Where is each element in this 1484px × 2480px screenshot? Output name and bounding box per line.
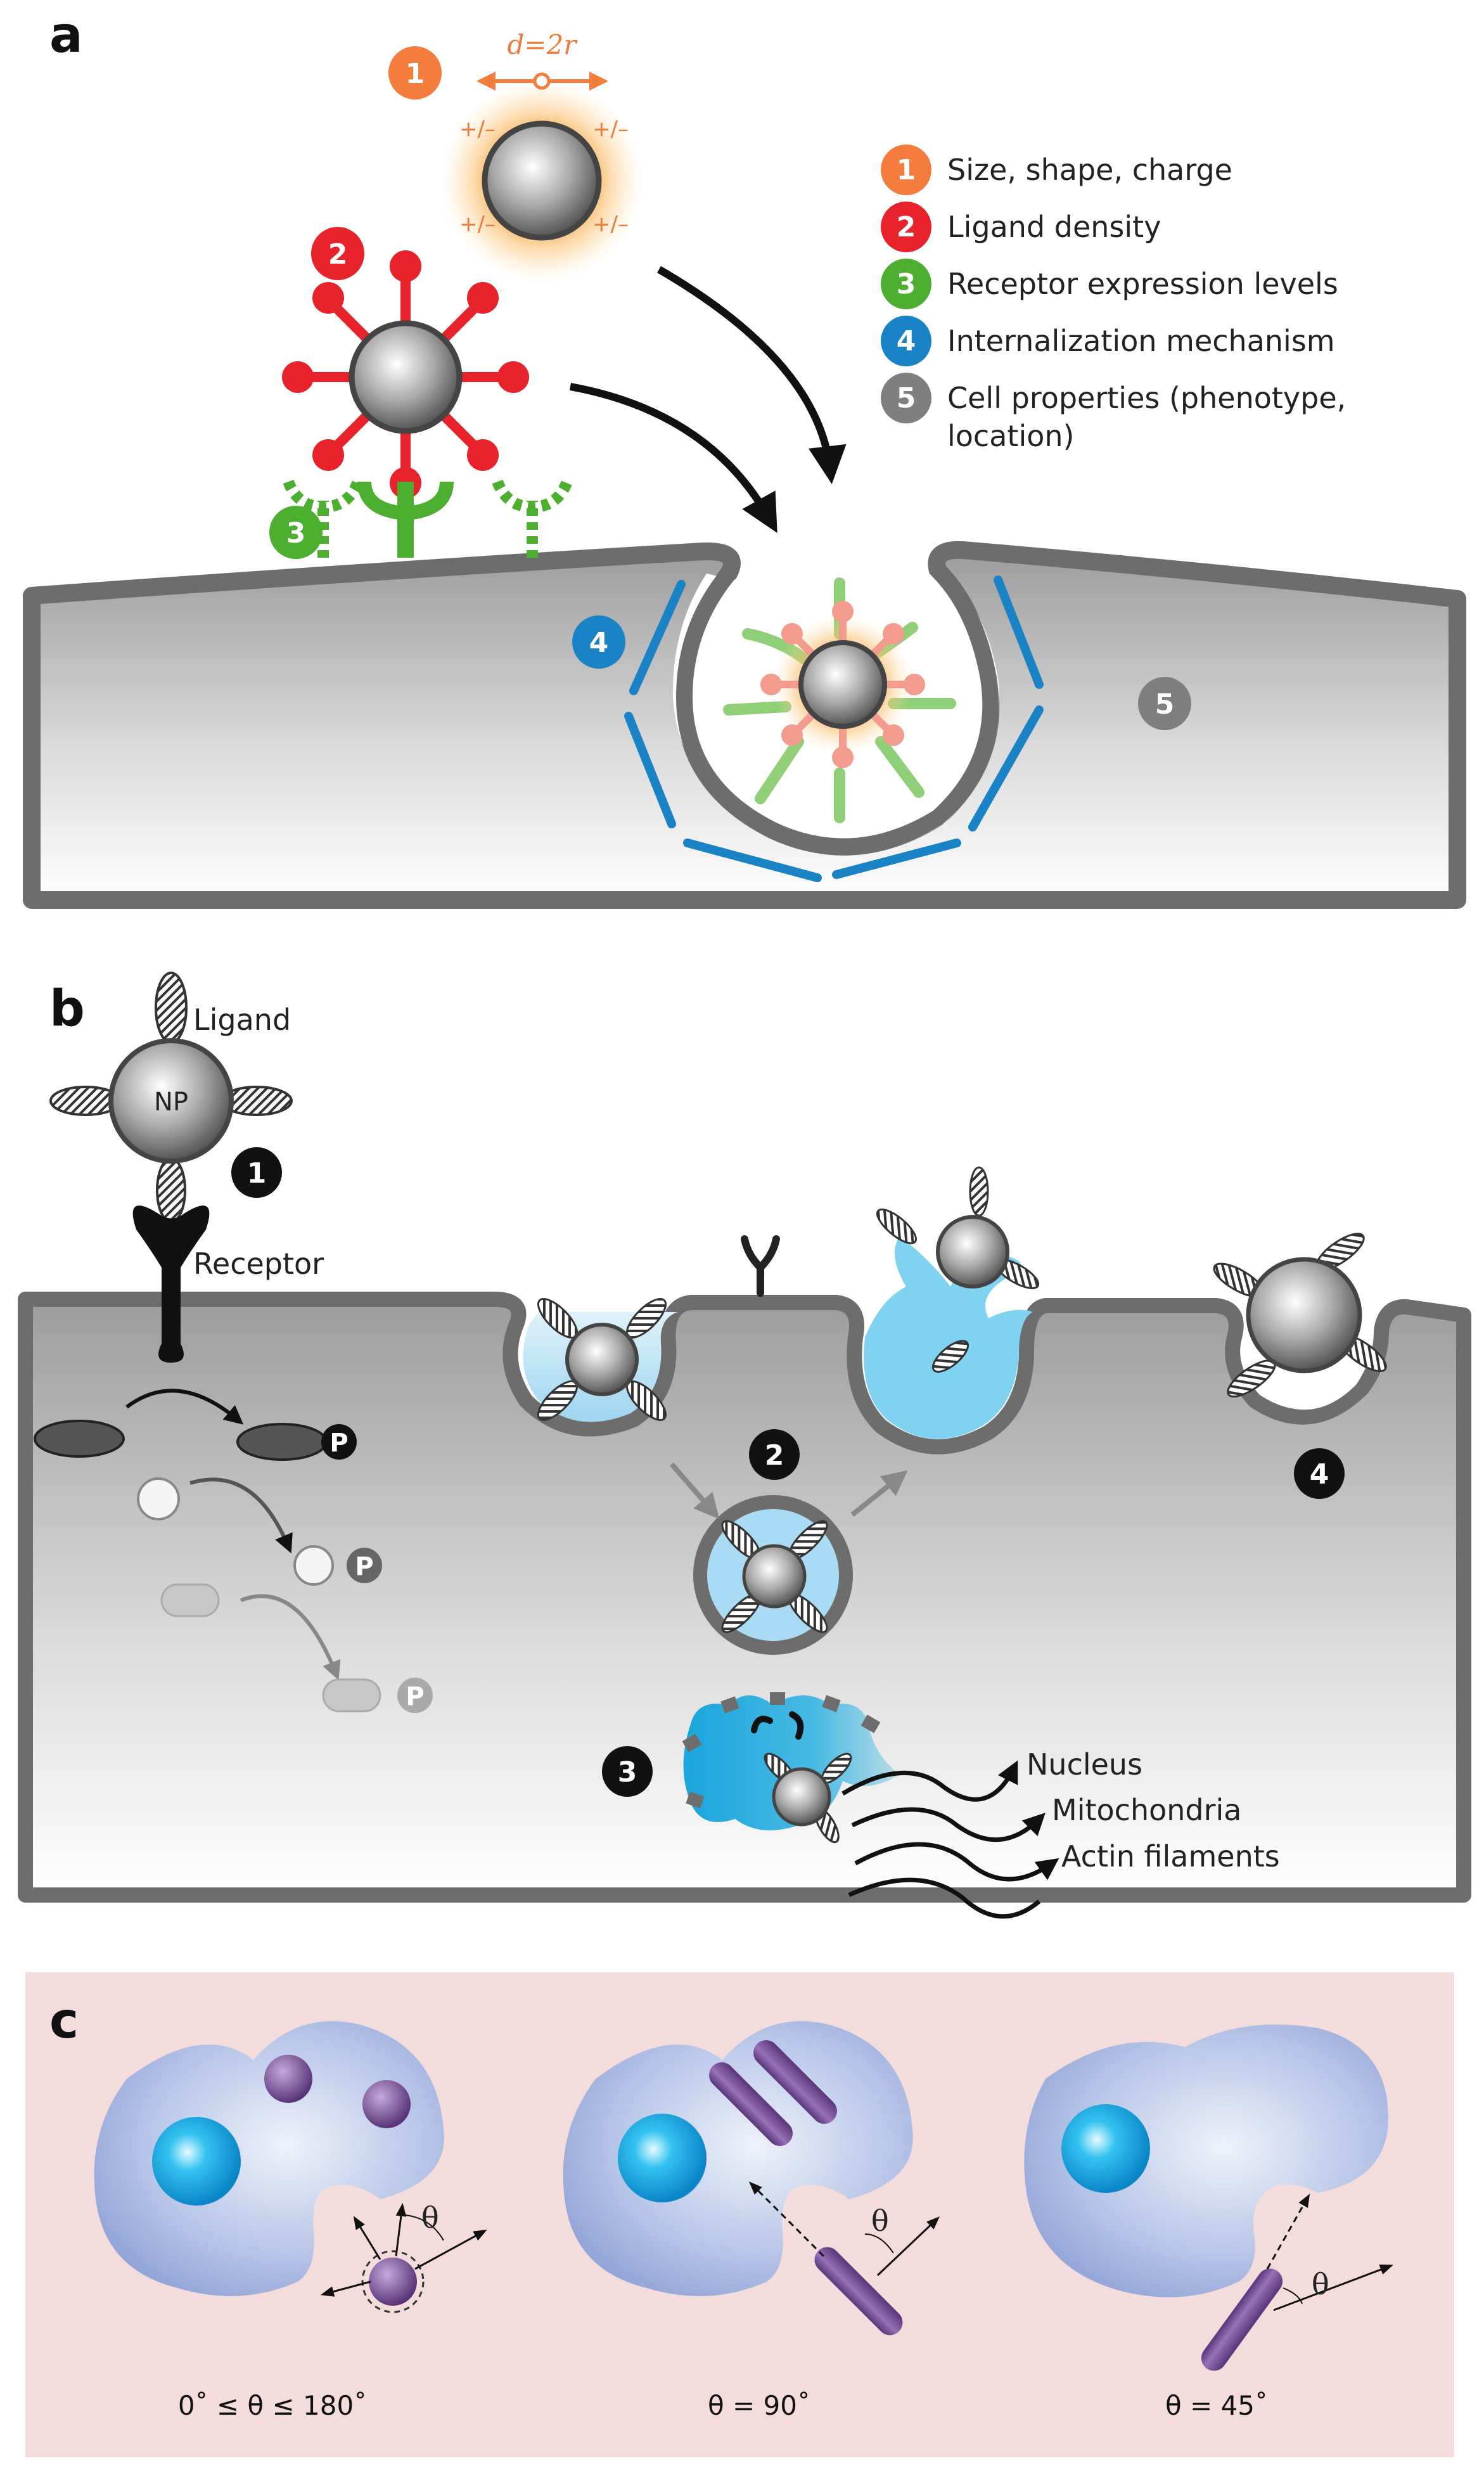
legend-label-4: Internalization mechanism: [947, 324, 1335, 358]
np2-ligand-heads: [282, 250, 529, 499]
size-label: d=2r: [508, 29, 579, 60]
theta-label-2: θ: [871, 2204, 889, 2238]
caption-c1: 0˚ ≤ θ ≤ 180˚: [178, 2390, 367, 2421]
pit3-np: [1213, 1233, 1387, 1397]
clathrin-coat: [624, 575, 1044, 882]
svg-text:P: P: [329, 1429, 348, 1458]
svg-text:P: P: [355, 1552, 373, 1581]
badge-a-4: 4: [572, 615, 625, 669]
endosome-b3: [682, 1692, 900, 1844]
badge-a-1: 1: [388, 46, 442, 100]
arrow-np2-to-pocket: [569, 383, 777, 533]
svg-text:3: 3: [618, 1756, 637, 1789]
legend-number-1: 1: [897, 154, 916, 186]
legend-number-3: 3: [897, 268, 916, 300]
badge-b-3: 3: [602, 1746, 653, 1797]
svg-text:4: 4: [589, 627, 609, 659]
legend-badge-5: [881, 373, 931, 423]
receptor-shape: [132, 1205, 210, 1363]
pocket-nanoparticle: [798, 640, 887, 729]
caption-c3: θ = 45˚: [1165, 2390, 1268, 2421]
svg-text:2: 2: [328, 238, 348, 271]
svg-text:3: 3: [286, 517, 306, 549]
pit1-np: [537, 1298, 667, 1421]
legend-number-4: 4: [897, 325, 916, 357]
badge-b-1: 1: [231, 1147, 282, 1198]
surface-receptor-y: [741, 1235, 780, 1297]
pit-2-interior: [864, 1236, 1033, 1439]
badge-a-3: 3: [269, 506, 323, 559]
charge-mark-3: +/–: [459, 212, 496, 237]
legend-label-2: Ligand density: [947, 210, 1161, 244]
charge-mark-4: +/–: [592, 212, 629, 237]
ligand-label: Ligand: [193, 1003, 291, 1037]
np2-sphere: [349, 320, 463, 434]
badge-a-5: 5: [1138, 677, 1191, 730]
cell-c2: θ: [563, 2021, 940, 2335]
np-label: NP: [154, 1088, 188, 1117]
legend-number-2: 2: [897, 211, 916, 243]
badge-b-4: 4: [1294, 1448, 1345, 1499]
panel-letter-b: b: [49, 980, 85, 1038]
pocket-wall: [675, 562, 999, 855]
legend-label-1: Size, shape, charge: [947, 153, 1232, 187]
legend-label-3: Receptor expression levels: [947, 267, 1338, 301]
svg-text:5: 5: [1155, 688, 1175, 721]
membrane-receptors: [283, 479, 573, 558]
b1-np-group: NP: [49, 972, 293, 1223]
receptor-label: Receptor: [193, 1247, 324, 1281]
caption-c2: θ = 90˚: [708, 2390, 810, 2421]
np1-sphere: [482, 120, 602, 241]
target-arrows: [841, 1760, 1059, 1919]
legend-label-5-line2: location): [947, 419, 1074, 453]
legend-badge-4: [881, 316, 931, 366]
charge-mark-2: +/–: [592, 117, 629, 142]
pocket-np-ligand-heads: [760, 601, 925, 768]
svg-text:1: 1: [247, 1157, 267, 1190]
svg-text:2: 2: [765, 1439, 784, 1472]
vesicle-b2: [693, 1495, 853, 1655]
badge-a-2: 2: [311, 227, 364, 280]
target-nucleus: Nucleus: [1027, 1747, 1142, 1782]
panel-letter-a: a: [49, 7, 83, 64]
signaling-cascade: P P P: [34, 1389, 433, 1713]
cell-c1: θ: [94, 2021, 487, 2313]
pit2-np: [876, 1166, 1040, 1373]
size-center-mark: [533, 72, 551, 90]
panel-b: b NP Ligand Receptor P: [18, 972, 1471, 1919]
charge-mark-1: +/–: [459, 117, 496, 142]
legend-badge-3: [881, 259, 931, 309]
badge-b-2: 2: [749, 1429, 800, 1480]
legend-badge-1: [881, 145, 931, 195]
target-actin: Actin filaments: [1061, 1839, 1280, 1873]
panel-c: c θ θ: [25, 1972, 1454, 2457]
legend-number-5: 5: [897, 382, 916, 414]
target-mitochondria: Mitochondria: [1052, 1793, 1241, 1827]
theta-label-1: θ: [421, 2201, 439, 2235]
theta-label-3: θ: [1312, 2267, 1329, 2301]
cell-c3: θ: [1024, 2024, 1393, 2371]
legend-label-5: Cell properties (phenotype,: [947, 381, 1346, 415]
legend-badge-2: [881, 202, 931, 252]
arrow-to-vesicle: [669, 1462, 720, 1520]
arrow-np1-to-pocket: [656, 266, 847, 484]
arrow-from-vesicle: [850, 1470, 908, 1517]
svg-text:1: 1: [406, 58, 425, 90]
svg-text:P: P: [406, 1682, 424, 1711]
panel-letter-c: c: [49, 1993, 79, 2050]
legend-a: 1 Size, shape, charge 2 Ligand density 3 Rece…: [881, 145, 1346, 453]
svg-text:4: 4: [1310, 1458, 1329, 1491]
panel-a: a: [23, 7, 1466, 909]
